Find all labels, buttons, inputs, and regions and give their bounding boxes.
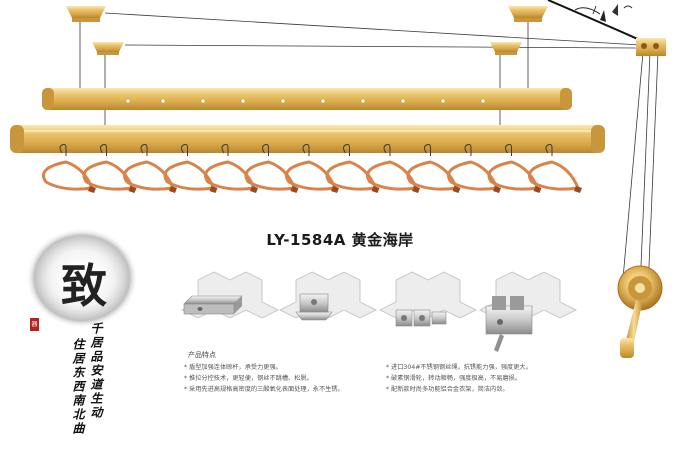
upper-drying-rail <box>42 88 572 110</box>
pulley-block-icon <box>378 271 478 327</box>
rail-profile-icon <box>180 271 280 319</box>
ceiling-bracket-3 <box>92 42 124 55</box>
features-list-right: * 进口304#不锈钢钢丝绳，抗锈能力强，强度更大。 * 破素钢滑轮，转动顺畅，… <box>386 362 626 395</box>
ceiling-bracket-2 <box>508 6 548 22</box>
calligraphy-line-2: 住居东西南北曲 <box>71 338 85 436</box>
hand-crank-winder <box>617 265 663 358</box>
feature-item: * 进口304#不锈钢钢丝绳，抗锈能力强，强度更大。 <box>386 364 532 371</box>
feature-item: * 采用先进高规格高密度的三酸氧化表面处理，永不生锈。 <box>184 386 344 393</box>
hanger <box>325 143 380 193</box>
hanger <box>528 143 582 193</box>
clothes-hangers <box>42 143 582 193</box>
ceiling-bracket-1 <box>66 6 106 22</box>
ink-brush-circle <box>26 228 138 328</box>
hanger <box>447 143 501 193</box>
features-list-left: * 盾型加强连体晾杆，承受力更强。 * 推拉分控技术，更轻便，钢丝不跳槽、松脱。… <box>184 362 384 395</box>
hanger <box>42 143 96 193</box>
control-box-icon <box>478 271 578 352</box>
branch-decoration <box>547 0 641 41</box>
bracket-top-icon <box>278 271 378 321</box>
red-seal-stamp: 器 <box>30 318 39 331</box>
ceiling-bracket-4 <box>490 42 522 55</box>
feature-item: * 盾型加强连体晾杆，承受力更强。 <box>184 364 282 371</box>
hanger <box>285 143 339 193</box>
corner-pulley-bracket <box>636 38 666 56</box>
calligraphy-line-1: 千居品安道生动 <box>89 322 103 420</box>
hanger <box>244 143 299 193</box>
features-heading: 产品特点 <box>188 351 216 359</box>
hanger <box>123 143 177 193</box>
brand-calligraphy-char: 致 <box>61 259 107 313</box>
hanger <box>487 143 542 193</box>
lower-drying-rail <box>10 125 605 153</box>
feature-item: * 破素钢滑轮，转动顺畅，强度极高，不易磨损。 <box>386 375 521 382</box>
hanger <box>366 143 420 193</box>
model-title: LY-1584A 黄金海岸 <box>266 231 414 249</box>
hanger <box>204 143 258 193</box>
hanger <box>406 143 461 193</box>
hanger <box>82 143 137 193</box>
feature-item: * 推拉分控技术，更轻便，钢丝不跳槽、松脱。 <box>184 375 313 382</box>
hanger <box>163 143 218 193</box>
feature-item: * 配新款时尚多功能铝合金衣架，简洁内敛。 <box>386 386 509 393</box>
